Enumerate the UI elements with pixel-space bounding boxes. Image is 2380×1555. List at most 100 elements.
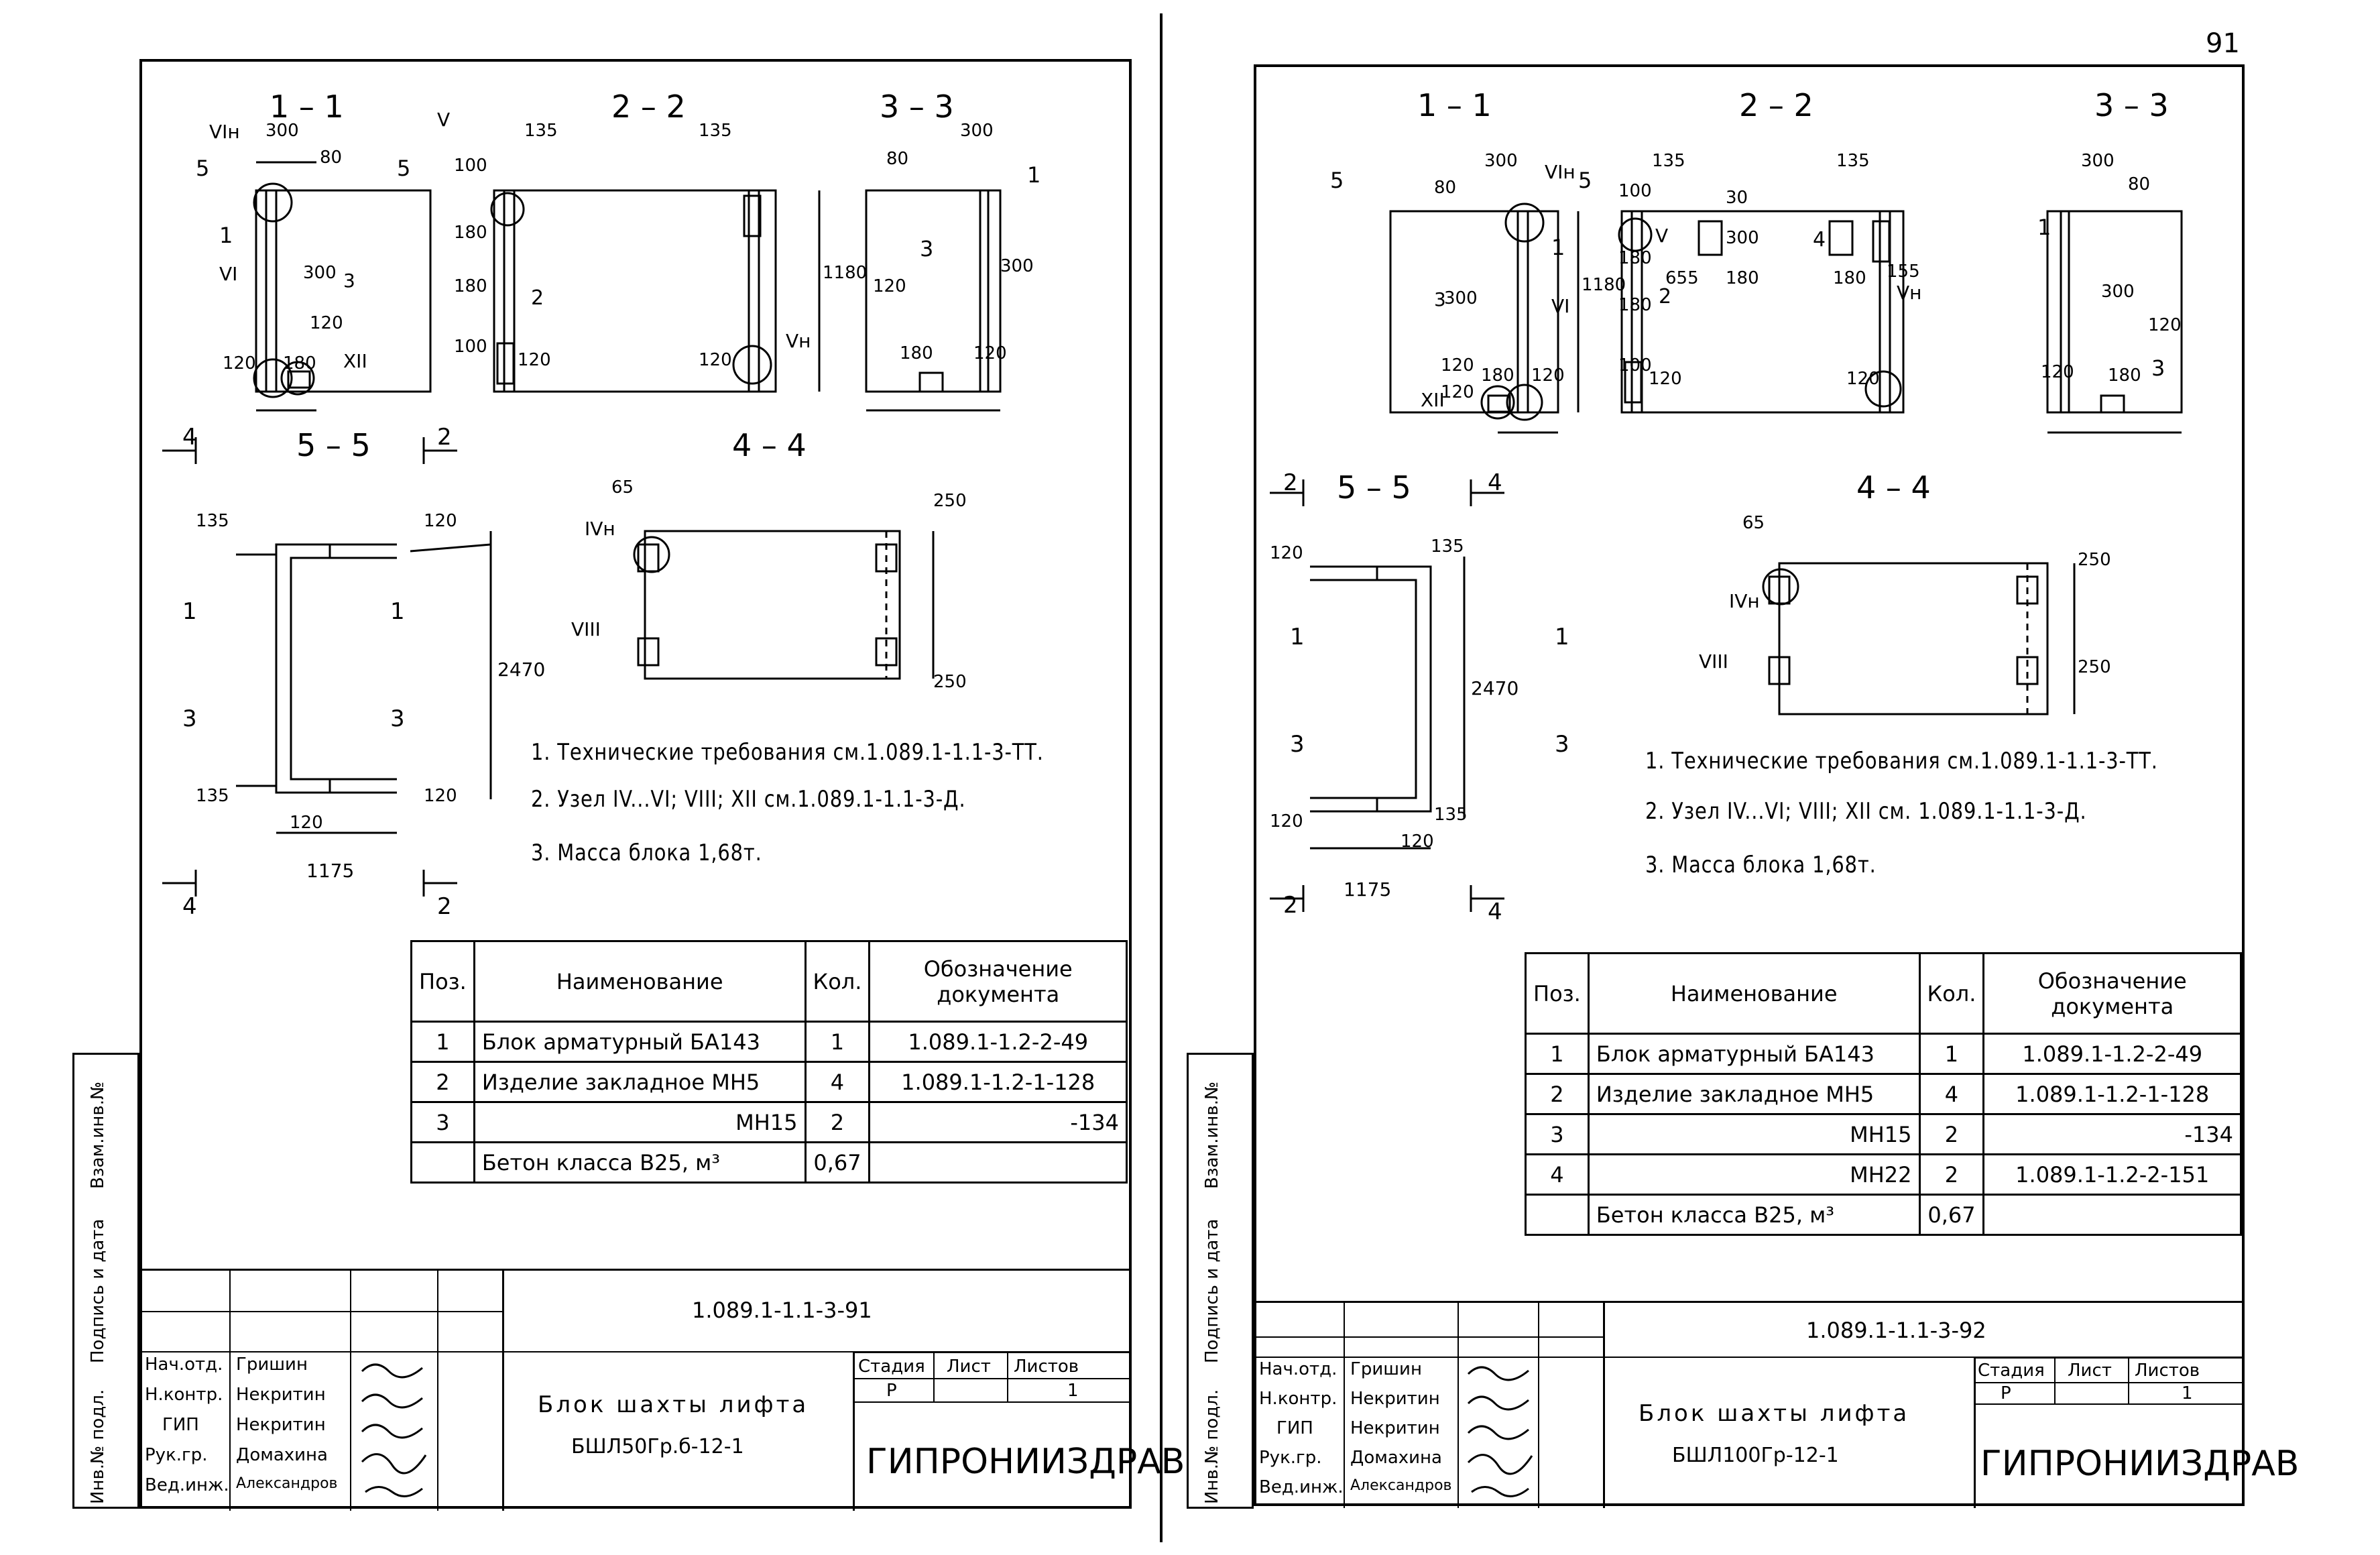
spec-cell-qty: 1 <box>804 1021 871 1063</box>
right-cut-label: 4 <box>1488 469 1502 496</box>
left-dim: 250 <box>933 491 967 511</box>
left-strip-inv: Инв.№ подл. <box>88 1389 108 1504</box>
right-spec-table: Поз. Наименование Кол. Обозначение докум… <box>1525 952 2242 1236</box>
spec-cell-doc: 1.089.1-1.2-2-49 <box>1982 1033 2242 1075</box>
left-node-label: 3 <box>343 270 355 292</box>
right-dim: 300 <box>2101 282 2135 302</box>
drawing-sheet-right: 1 – 1 2 – 2 3 – 3 5 – 5 4 – 4 300 80 300… <box>1254 64 2299 1508</box>
right-dim: 180 <box>1726 268 1759 288</box>
spec-cell-doc: 1.089.1-1.2-1-128 <box>868 1061 1128 1103</box>
left-spec-table: Поз. Наименование Кол. Обозначение докум… <box>410 940 1128 1184</box>
spec-cell-qty: 2 <box>1918 1153 1985 1196</box>
right-node-label: VIн <box>1545 161 1575 183</box>
right-title-block: 1.089.1-1.1-3-92 Блок шахты лифта БШЛ100… <box>1256 1301 2299 1508</box>
spec-header-pos: Поз. <box>410 940 475 1023</box>
right-h-sheets: Листов <box>2135 1361 2200 1381</box>
right-cut-label: 5 <box>1578 168 1592 193</box>
left-dim: 300 <box>265 121 299 141</box>
left-node-label: VI <box>219 263 238 285</box>
right-dim: 300 <box>1726 228 1759 248</box>
right-s55-outline <box>1310 565 1432 813</box>
left-dim: 120 <box>310 313 343 333</box>
table-row: 2 Изделие закладное МН5 4 1.089.1-1.2-1-… <box>410 1061 1128 1103</box>
right-dim: 250 <box>2078 550 2111 570</box>
right-node-label: 1 <box>2037 215 2051 240</box>
right-h-stage: Стадия <box>1978 1361 2045 1381</box>
left-cut-label: 3 <box>390 705 405 732</box>
right-dim: 80 <box>2128 174 2151 194</box>
right-name: Некритин <box>1350 1389 1440 1409</box>
table-row: 1 Блок арматурный БА143 1 1.089.1-1.2-2-… <box>1525 1033 2242 1075</box>
right-dim: 100 <box>1618 355 1652 376</box>
right-title-main: Блок шахты лифта <box>1639 1400 1910 1427</box>
right-node-label: VI <box>1551 295 1570 317</box>
right-title-s44: 4 – 4 <box>1856 469 1931 506</box>
left-note-2: 2. Узел IV...VI; VIII; XII см.1.089.1-1.… <box>531 786 966 813</box>
right-dim: 300 <box>2081 151 2115 171</box>
right-side-strip: Инв.№ подл. Подпись и дата Взам.инв.№ <box>1187 1053 1254 1509</box>
right-doc-code: 1.089.1-1.1-3-92 <box>1806 1318 1986 1343</box>
left-h-sheet: Лист <box>947 1357 991 1377</box>
right-dim: 120 <box>1441 382 1474 402</box>
left-cut-label: 1 <box>390 598 405 625</box>
spec-cell-name: МН22 <box>1587 1153 1921 1196</box>
spec-cell-pos: 1 <box>410 1021 475 1063</box>
spec-header-doc: Обозначение документа <box>1982 952 2242 1035</box>
left-org-name: ГИПРОНИИЗДРАВ <box>866 1442 1185 1482</box>
left-dim: 180 <box>283 353 316 373</box>
right-dim: 120 <box>2148 315 2182 335</box>
left-node-label: Vн <box>786 330 811 352</box>
right-s11-outline <box>1389 210 1559 414</box>
page-number: 91 <box>2206 28 2240 59</box>
left-dim: 135 <box>196 786 229 806</box>
right-cut-label: 5 <box>1330 168 1344 193</box>
spec-cell-qty: 1 <box>1918 1033 1985 1075</box>
left-dim: 80 <box>886 149 909 169</box>
left-dim: 180 <box>454 276 487 296</box>
left-s22-outline <box>493 189 777 393</box>
right-title-s33: 3 – 3 <box>2094 87 2169 123</box>
spec-header-doc: Обозначение документа <box>868 940 1128 1023</box>
right-dim: 120 <box>1270 811 1303 831</box>
left-side-strip: Инв.№ подл. Подпись и дата Взам.инв.№ <box>72 1053 139 1509</box>
right-name: Домахина <box>1350 1448 1442 1468</box>
right-node-label: 4 <box>1813 228 1826 251</box>
left-dim: 120 <box>699 350 732 370</box>
left-dim: 1180 <box>823 263 868 283</box>
left-cut-label: 3 <box>182 705 197 732</box>
right-node-label: IVн <box>1729 590 1760 612</box>
right-cut-label: 1 <box>1290 624 1305 650</box>
left-title-s55: 5 – 5 <box>296 427 371 463</box>
left-s11-node-top <box>253 182 293 223</box>
right-dim: 120 <box>1649 369 1682 389</box>
right-dim: 30 <box>1726 188 1748 208</box>
right-role: Рук.гр. <box>1259 1448 1322 1468</box>
left-title-block: 1.089.1-1.1-3-91 Блок шахты лифта БШЛ50Г… <box>142 1269 1185 1511</box>
spec-cell-pos: 3 <box>1525 1113 1590 1155</box>
right-dim: 155 <box>1887 262 1920 282</box>
right-cut-label: 3 <box>1290 731 1305 758</box>
right-name: Александров <box>1350 1477 1452 1494</box>
right-node-label: 3 <box>2151 355 2165 381</box>
right-dim: 120 <box>1441 355 1474 376</box>
right-cut-label: 4 <box>1488 899 1502 925</box>
spec-cell-qty: 4 <box>1918 1073 1985 1115</box>
right-dim: 120 <box>1846 369 1880 389</box>
spec-cell-doc: 1.089.1-1.2-2-49 <box>868 1021 1128 1063</box>
left-name: Александров <box>236 1475 338 1492</box>
right-strip-inv: Инв.№ подл. <box>1202 1389 1222 1504</box>
right-dim: 180 <box>2108 365 2141 386</box>
spec-cell-doc: -134 <box>1982 1113 2242 1155</box>
left-role: Н.контр. <box>145 1385 223 1405</box>
table-row: 4 МН22 2 1.089.1-1.2-2-151 <box>1525 1153 2242 1196</box>
right-dim: 1175 <box>1344 878 1392 901</box>
left-dim: 120 <box>973 343 1007 363</box>
right-dim: 120 <box>1401 831 1434 852</box>
right-drawing-views <box>1270 203 2183 912</box>
left-title-mark: БШЛ50Гр.б-12-1 <box>571 1435 744 1458</box>
right-strip-vzam: Взам.инв.№ <box>1202 1082 1222 1189</box>
left-dim: 65 <box>611 477 634 498</box>
right-node-label: 1 <box>1551 235 1565 260</box>
left-dim: 120 <box>223 353 256 373</box>
left-dim: 120 <box>424 786 457 806</box>
